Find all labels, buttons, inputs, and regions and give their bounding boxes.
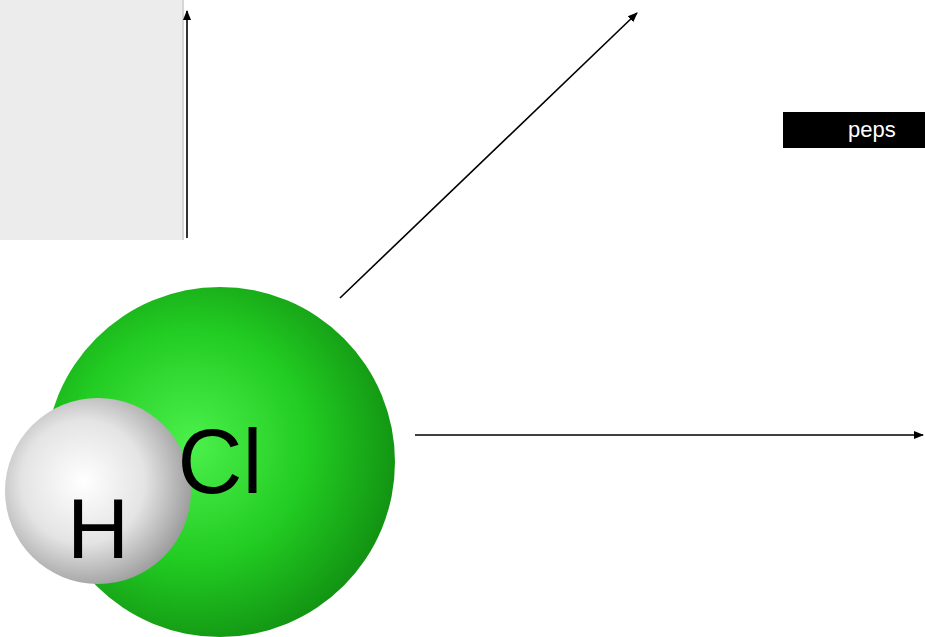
- panel-edge: [182, 0, 184, 240]
- grey-panel: [0, 0, 183, 240]
- element-symbol: H: [67, 485, 129, 571]
- box-label: peps: [848, 119, 896, 141]
- label-box: peps: [783, 112, 925, 148]
- arrow-diagonal: [340, 13, 637, 298]
- element-symbol: Cl: [178, 417, 263, 507]
- arrow-up: [186, 11, 188, 238]
- arrow-right: [415, 434, 923, 436]
- hydrogen-atom: H: [5, 398, 191, 584]
